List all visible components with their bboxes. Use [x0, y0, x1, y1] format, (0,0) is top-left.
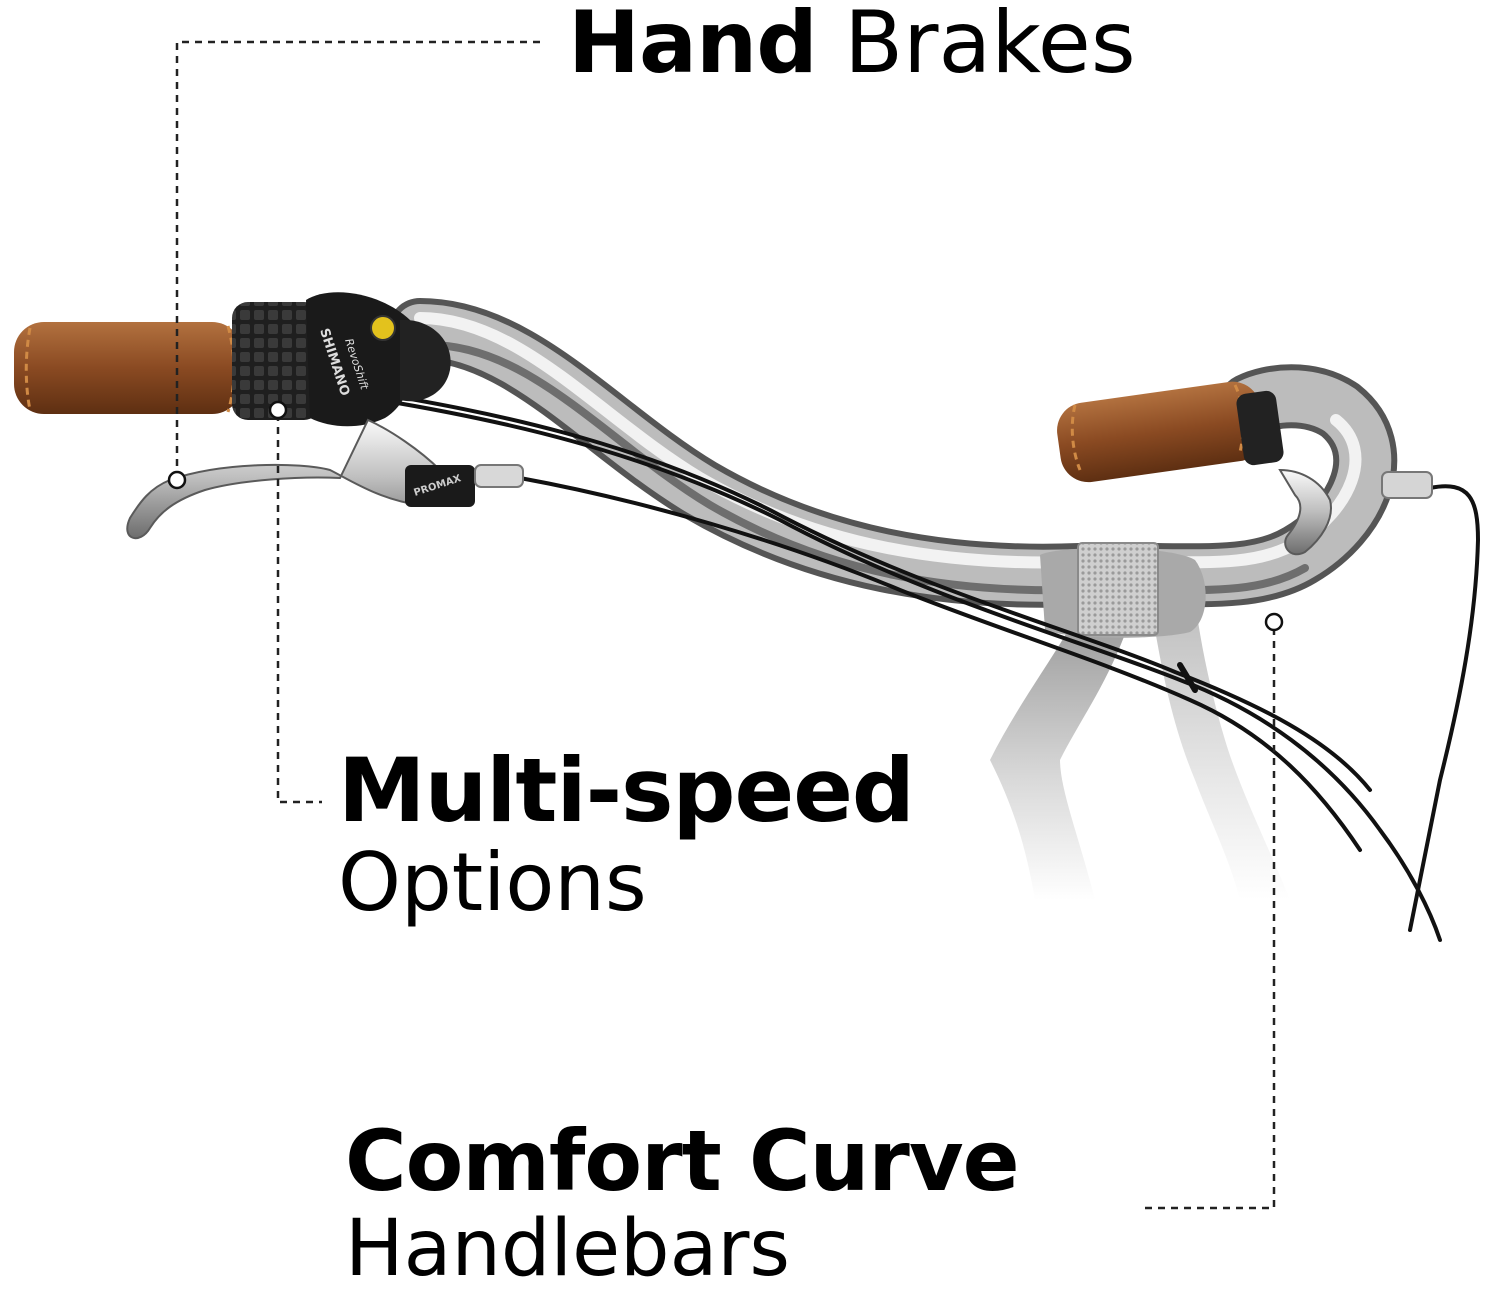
leader-lines [175, 40, 1276, 1210]
hand-brakes-callout-light: Brakes [844, 0, 1136, 93]
comfort-curve-anchor [1264, 612, 1284, 632]
leader-hand-brakes [175, 40, 540, 474]
hand-brakes-callout-bold: Hand [568, 0, 818, 93]
handlebar-stem [990, 600, 1290, 900]
leader-anchor-points [167, 400, 1284, 632]
left-leather-grip [14, 322, 242, 414]
reflector [1040, 542, 1206, 638]
right-leather-grip [1057, 381, 1284, 483]
multi-speed-callout-bold: Multi-speed [338, 739, 915, 842]
multi-speed-anchor [268, 400, 288, 420]
multi-speed-callout: Multi-speed Options [338, 739, 915, 929]
revoshift-shifter: SHIMANO RevoShift [232, 292, 451, 427]
right-brake-lever [1278, 468, 1433, 556]
comfort-curve-callout-bold: Comfort Curve [345, 1112, 1020, 1210]
multi-speed-callout-light: Options [338, 836, 647, 929]
leader-comfort-curve [1140, 628, 1276, 1210]
left-brake-lever: PROMAX [126, 418, 524, 540]
comfort-curve-callout: Comfort Curve Handlebars [345, 1112, 1020, 1294]
hand-brakes-anchor [167, 470, 187, 490]
leader-multi-speed [276, 414, 322, 804]
hand-brakes-callout: Hand Brakes [568, 0, 1136, 86]
comfort-curve-callout-light: Handlebars [345, 1204, 791, 1294]
brake-and-shift-cables [368, 390, 1481, 942]
